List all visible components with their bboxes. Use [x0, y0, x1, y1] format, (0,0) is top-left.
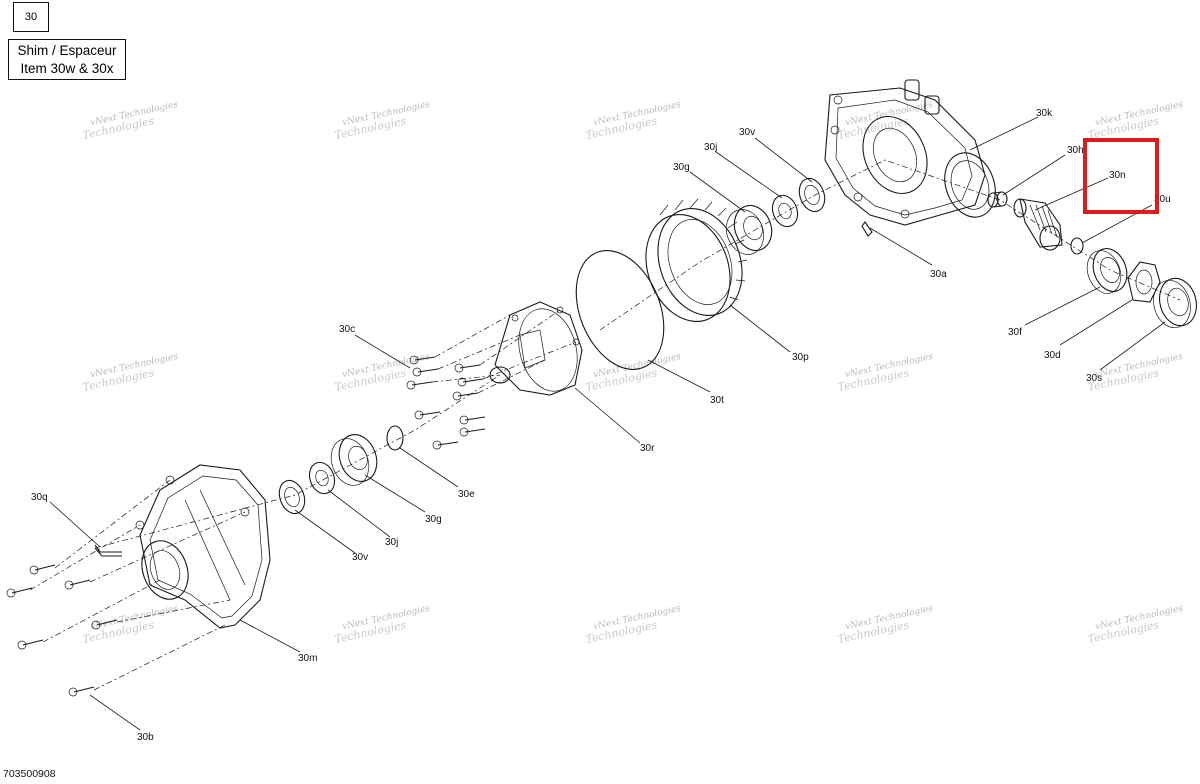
label-30f: 30f	[1008, 327, 1022, 338]
ring-gear-30p-drawing	[645, 198, 748, 323]
label-30n: 30n	[1109, 170, 1126, 181]
note-line-2: Item 30w & 30x	[20, 60, 114, 76]
label-30v-top: 30v	[739, 127, 755, 138]
label-30d: 30d	[1044, 350, 1061, 361]
label-30j-top: 30j	[704, 142, 717, 153]
seal-30s-drawing	[1153, 277, 1198, 328]
highlight-30n-box	[1083, 138, 1159, 214]
label-30j-bottom: 30j	[385, 537, 398, 548]
bolts-30c-drawing	[406, 355, 486, 450]
label-30c: 30c	[339, 324, 355, 335]
page-number: 30	[24, 11, 38, 23]
label-30t: 30t	[710, 395, 724, 406]
label-30g-bottom: 30g	[425, 514, 442, 525]
label-30s: 30s	[1086, 373, 1102, 384]
part-labels: 30k 30h 30n 30u 30v 30j 30g 30a 30f 30d …	[31, 108, 1171, 743]
label-30q: 30q	[31, 492, 48, 503]
label-30a: 30a	[930, 269, 947, 280]
diagram-code: 703500908	[3, 768, 56, 780]
label-30b: 30b	[137, 732, 154, 743]
differential-30r-drawing	[489, 301, 583, 396]
oring-30u-drawing	[1070, 237, 1084, 255]
pinion-shaft-30n-drawing	[1013, 198, 1063, 251]
label-30r: 30r	[640, 443, 655, 454]
upper-bearings-drawing	[725, 177, 826, 255]
label-30k: 30k	[1036, 108, 1053, 119]
label-30e: 30e	[458, 489, 475, 500]
label-30p: 30p	[792, 352, 809, 363]
oring-30t-drawing	[575, 250, 665, 370]
label-30v-bottom: 30v	[352, 552, 368, 563]
leader-lines	[49, 116, 1166, 731]
sleeve-30h-drawing	[987, 191, 1008, 208]
nut-30d-drawing	[1127, 261, 1161, 303]
bolts-30b-drawing	[6, 564, 118, 697]
bearing-30f-drawing	[1086, 248, 1128, 294]
page-number-box: 30	[13, 2, 49, 32]
upper-housing-drawing	[824, 79, 996, 237]
shim-note-box: Shim / Espaceur Item 30w & 30x	[8, 39, 126, 80]
assembly-axes	[29, 159, 1181, 691]
label-30m: 30m	[298, 653, 317, 664]
label-30u: 30u	[1154, 194, 1171, 205]
lower-housing-30m-drawing	[135, 464, 271, 629]
note-line-1: Shim / Espaceur	[17, 42, 117, 58]
label-30h: 30h	[1067, 145, 1084, 156]
label-30g-top: 30g	[673, 162, 690, 173]
